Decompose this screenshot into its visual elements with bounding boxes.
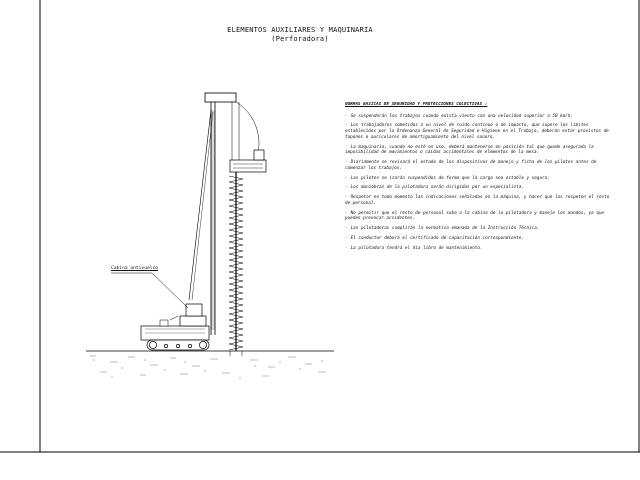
auger-borehole [229, 351, 243, 356]
ground-section [86, 350, 334, 379]
norm-bullet: - [345, 123, 348, 129]
norm-bullet: - [345, 185, 348, 191]
norm-bullet: - [345, 144, 348, 150]
norm-bullet: - [345, 113, 348, 119]
norm-item: -Respetar en todo momento las indicacion… [345, 195, 613, 206]
norms-heading: NORMAS BASICAS DE SEGURIDAD Y PROTECCION… [345, 102, 488, 107]
norm-text: Diariamente se revisará el estado de los… [345, 160, 597, 171]
norm-bullet: - [345, 246, 348, 252]
norm-item: -El conductor deberá el certificado de c… [345, 236, 613, 242]
safety-norms-block: NORMAS BASICAS DE SEGURIDAD Y PROTECCION… [345, 102, 613, 256]
norm-item: -Las pilotadoras cumplirán la normativa … [345, 226, 613, 232]
norm-text: Se suspenderán los trabajos cuando exist… [350, 113, 574, 119]
callout-leader [111, 272, 189, 309]
norm-item: -Se suspenderán los trabajos cuando exis… [345, 114, 613, 120]
callout-label: Cabina antivuelco [111, 266, 159, 271]
norm-text: La maquinaria, cuando no esté en uso, de… [345, 144, 594, 156]
norm-text: La pilotadora tendrá el día libro de man… [350, 246, 483, 252]
norm-bullet: - [345, 210, 348, 216]
norm-item: -Los maniobras de la pilotadora serán di… [345, 185, 613, 191]
crawler-tracks [146, 339, 210, 351]
norm-bullet: - [345, 160, 348, 166]
crawler-machine [140, 303, 210, 341]
auger-flight [228, 172, 244, 351]
norm-text: Las pilotes se izarán suspendidos de for… [350, 175, 550, 181]
rotary-head [229, 149, 267, 173]
norm-text: Los trabajadores sometidos a un nivel de… [345, 123, 609, 140]
norm-item: -Diariamente se revisará el estado de lo… [345, 160, 613, 171]
norm-text: Los maniobras de la pilotadora serán dir… [350, 185, 524, 191]
norm-item: -Las pilotes se izarán suspendidos de fo… [345, 176, 613, 182]
norm-bullet: - [345, 226, 348, 232]
drill-mast [188, 92, 260, 335]
drawing-frame [0, 0, 640, 453]
drawing-title: ELEMENTOS AUXILIARES Y MAQUINARIA [227, 26, 373, 34]
norm-bullet: - [345, 195, 348, 201]
norm-item: -Los trabajadores sometidos a un nivel d… [345, 123, 613, 140]
norm-text: El conductor deberá el certificado de ca… [350, 236, 524, 242]
norm-bullet: - [345, 236, 348, 242]
norm-item: -No permitir que el resto de personal su… [345, 211, 613, 222]
drawing-subtitle: (Perforadora) [271, 35, 329, 43]
norm-text: Respetar en todo momento las indicacione… [345, 195, 610, 206]
norm-bullet: - [345, 175, 348, 181]
norm-item: -La pilotadora tendrá el día libro de ma… [345, 246, 613, 252]
norm-item: -La maquinaria, cuando no esté en uso, d… [345, 145, 613, 156]
norm-text: No permitir que el resto de personal sub… [345, 210, 605, 222]
norm-text: Las pilotadoras cumplirán la normativa e… [350, 226, 540, 232]
